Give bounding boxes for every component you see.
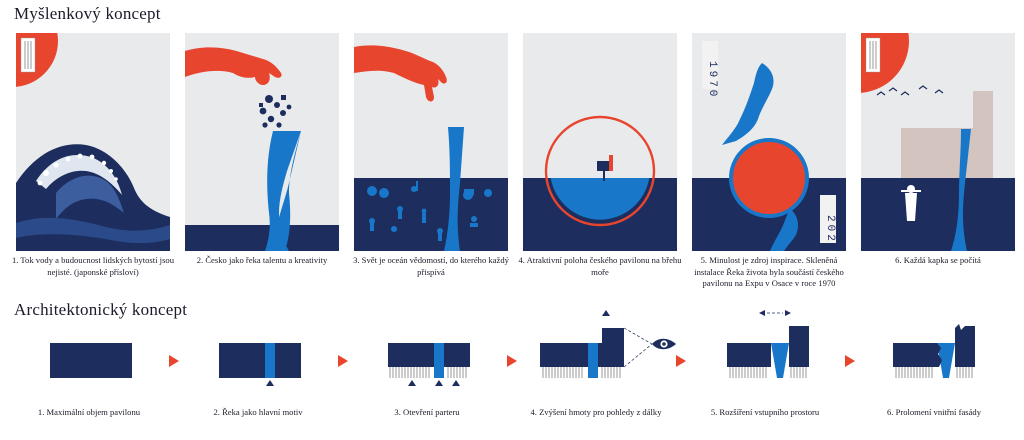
- arch-caption-4: 4. Zvýšení hmoty pro pohledy z dálky: [530, 407, 662, 417]
- panel-every-drop: [861, 33, 1015, 251]
- year-2025-label: 2025: [824, 215, 836, 251]
- panel-wave: [16, 33, 170, 251]
- panel-caption-3: 3. Svět je oceán vědomostí, do kterého k…: [353, 255, 509, 277]
- entrance-widening-diagram: [727, 310, 809, 378]
- section-title-thought-concept: Myšlenkový koncept: [14, 4, 161, 23]
- panel-pavilion-shore: [523, 33, 677, 251]
- panel-caption-4: 4. Atraktivní poloha českého pavilonu na…: [518, 255, 682, 277]
- raised-volume-diagram: [540, 310, 676, 378]
- panel-knowledge-ocean: [354, 33, 508, 251]
- arrow-right-icon: [676, 355, 686, 367]
- arrow-right-icon: [507, 355, 517, 367]
- arch-caption-5: 5. Rozšíření vstupního prostoru: [710, 407, 820, 417]
- panel-caption-5: 5. Minulost je zdroj inspirace. Skleněná…: [694, 255, 844, 288]
- arch-step-5: [727, 308, 809, 390]
- arch-step-2: [219, 340, 301, 390]
- river-motif-diagram: [219, 343, 301, 386]
- panel-talent-river: [185, 33, 339, 251]
- arch-step-1: [50, 340, 132, 390]
- arch-caption-6: 6. Prolomení vnitřní fasády: [886, 407, 982, 417]
- hand-dropping-icons: [185, 47, 339, 251]
- arch-step-6: [893, 308, 975, 390]
- arch-step-3: [388, 340, 470, 390]
- eye-icon: [652, 338, 676, 350]
- panel-caption-1: 1. Tok vody a budoucnost lidských bytost…: [11, 255, 175, 277]
- open-ground-floor-diagram: [388, 343, 470, 386]
- arch-caption-2: 2. Řeka jako hlavní motiv: [213, 407, 303, 417]
- japan-maps-cycle: [692, 41, 846, 251]
- panel-expo-history: 1970 2025: [692, 33, 846, 251]
- figure-river-building: [861, 33, 1015, 251]
- max-volume-diagram: [50, 343, 132, 378]
- arrow-right-icon: [845, 355, 855, 367]
- section-title-architecture-concept: Architektonický koncept: [14, 300, 188, 319]
- year-1970-label: 1970: [706, 61, 718, 100]
- fractured-facade-diagram: [893, 324, 975, 378]
- hand-ocean-icons: [354, 45, 508, 251]
- great-wave-illustration: [16, 33, 170, 251]
- panel-caption-2: 2. Česko jako řeka talentu a kreativity: [196, 255, 328, 265]
- arch-caption-3: 3. Otevření parteru: [394, 407, 460, 417]
- globe-pavilion: [523, 115, 677, 251]
- panel-caption-6: 6. Každá kapka se počítá: [895, 255, 981, 265]
- arrow-right-icon: [338, 355, 348, 367]
- arch-caption-1: 1. Maximální objem pavilonu: [37, 407, 141, 417]
- arch-step-4: [540, 308, 682, 390]
- arrow-right-icon: [169, 355, 179, 367]
